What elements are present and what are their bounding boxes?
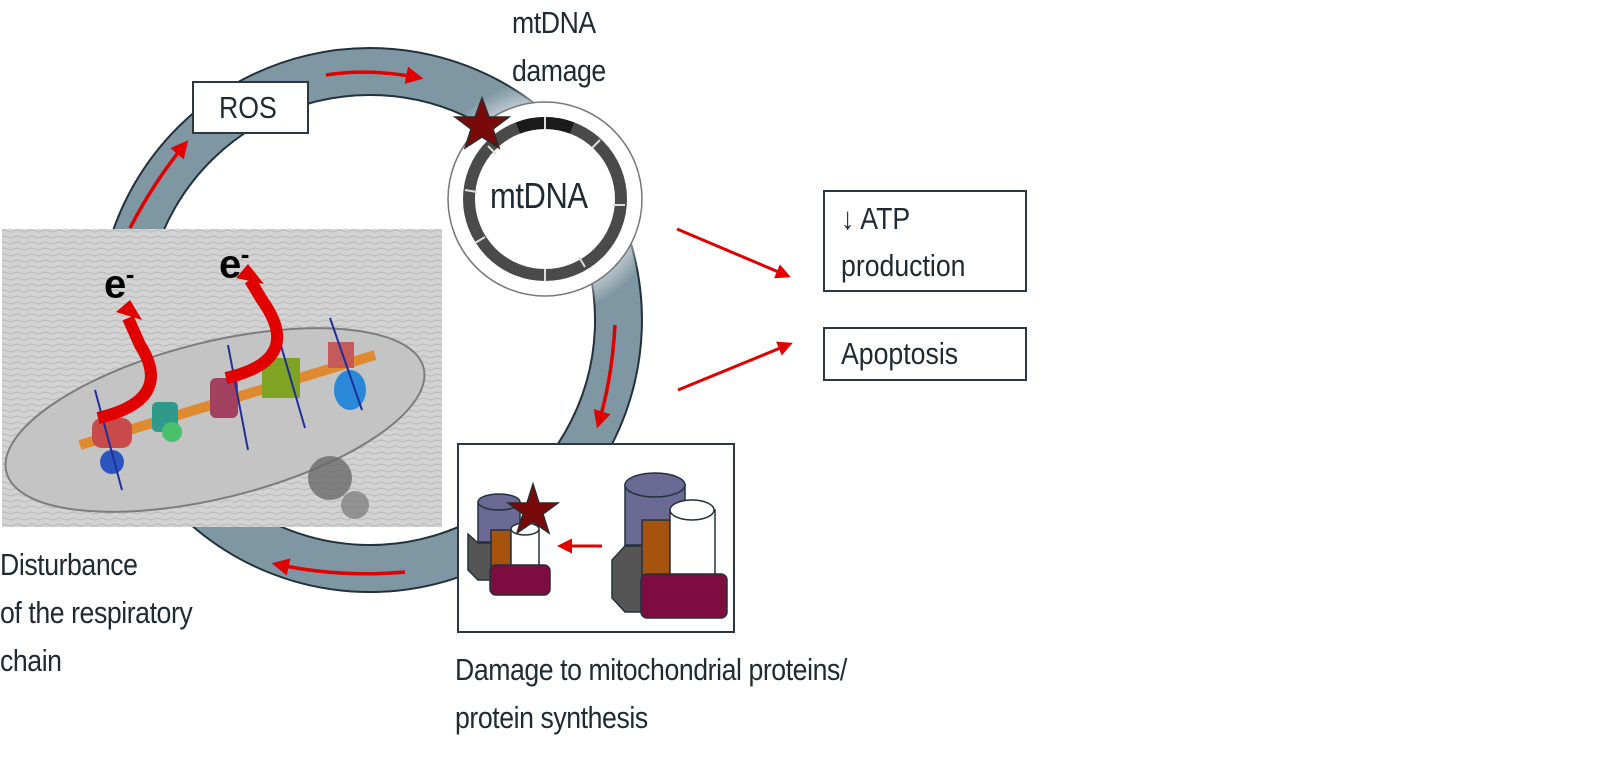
apoptosis-box: Apoptosis — [823, 327, 1027, 381]
down-arrow-icon: ↓ — [841, 201, 855, 236]
respiratory-chain-label: Disturbance of the respiratory chain — [0, 547, 193, 678]
protein-damage-panel — [457, 443, 735, 633]
electron-leak-arrow-1 — [96, 315, 157, 424]
mtdna-center-label: mtDNA — [490, 175, 588, 216]
mtdna-circular-map — [447, 101, 643, 297]
ros-box: ROS — [192, 81, 309, 134]
damaged-protein-complex — [467, 481, 561, 596]
arrow-to-apoptosis — [677, 341, 793, 392]
mitochondrion-micrograph — [2, 229, 442, 527]
electron-leak-arrow-2 — [224, 276, 284, 384]
protein-damage-label: Damage to mitochondrial proteins/ protei… — [455, 652, 847, 735]
electron-label-2: e- — [219, 239, 249, 287]
arrow-proteins-to-respiratory — [271, 558, 406, 576]
arrow-ros-to-mtdna — [325, 66, 424, 84]
arrow-mtdna-to-proteins — [593, 324, 617, 429]
intact-protein-complex — [611, 472, 728, 619]
damage-star-icon — [452, 95, 512, 150]
electron-label-1: e- — [104, 259, 134, 307]
arrow-to-ros — [128, 140, 189, 229]
arrow-to-atp — [676, 227, 791, 279]
cycle-arrows — [128, 66, 793, 576]
mtdna-damage-label: mtDNA damage — [512, 5, 606, 88]
atp-production-box: ↓ ATP production — [823, 190, 1027, 292]
protein-damage-star-icon — [505, 481, 561, 535]
